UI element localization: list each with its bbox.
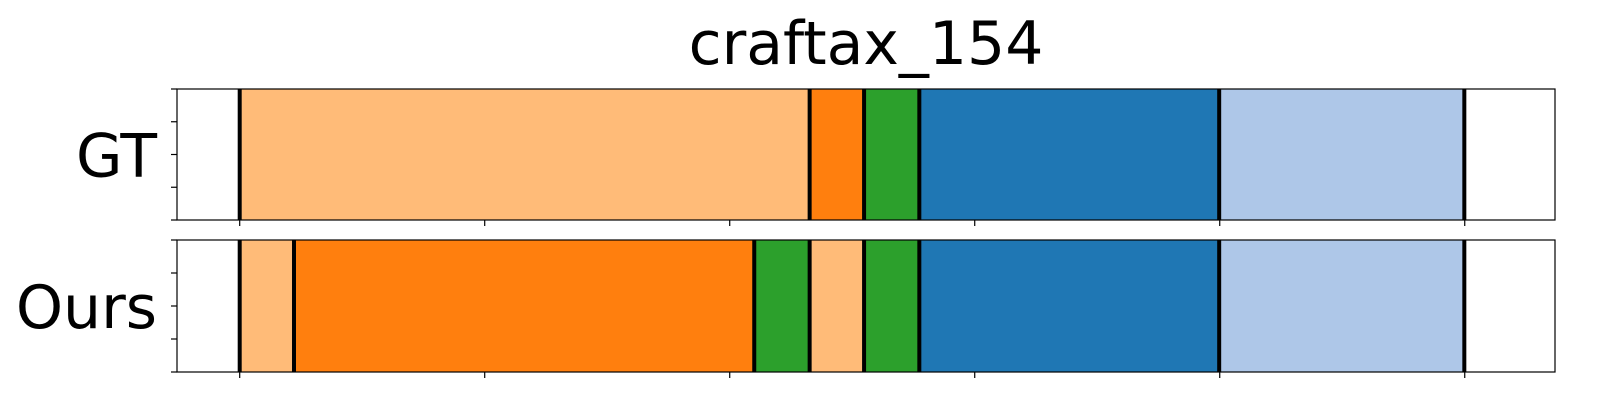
segment-gt-3 <box>864 89 920 220</box>
segment-gt-4 <box>919 89 1220 220</box>
segment-ours-1 <box>239 240 294 372</box>
segment-ours-7 <box>1219 240 1465 372</box>
segment-ours-4 <box>809 240 865 372</box>
segment-gt-5 <box>1219 89 1465 220</box>
segment-ours-2 <box>293 240 755 372</box>
segment-gt-2 <box>809 89 865 220</box>
segment-ours-6 <box>919 240 1220 372</box>
segment-gt-1 <box>239 89 810 220</box>
row-gt: GT <box>76 88 1556 226</box>
rows-layer: GT Ours <box>16 88 1556 378</box>
row-ours: Ours <box>16 239 1556 378</box>
segment-ours-3 <box>754 240 810 372</box>
chart-title: craftax_154 <box>689 9 1044 79</box>
row-label-ours: Ours <box>16 273 157 343</box>
row-label-gt: GT <box>76 122 157 192</box>
segment-ours-5 <box>864 240 920 372</box>
